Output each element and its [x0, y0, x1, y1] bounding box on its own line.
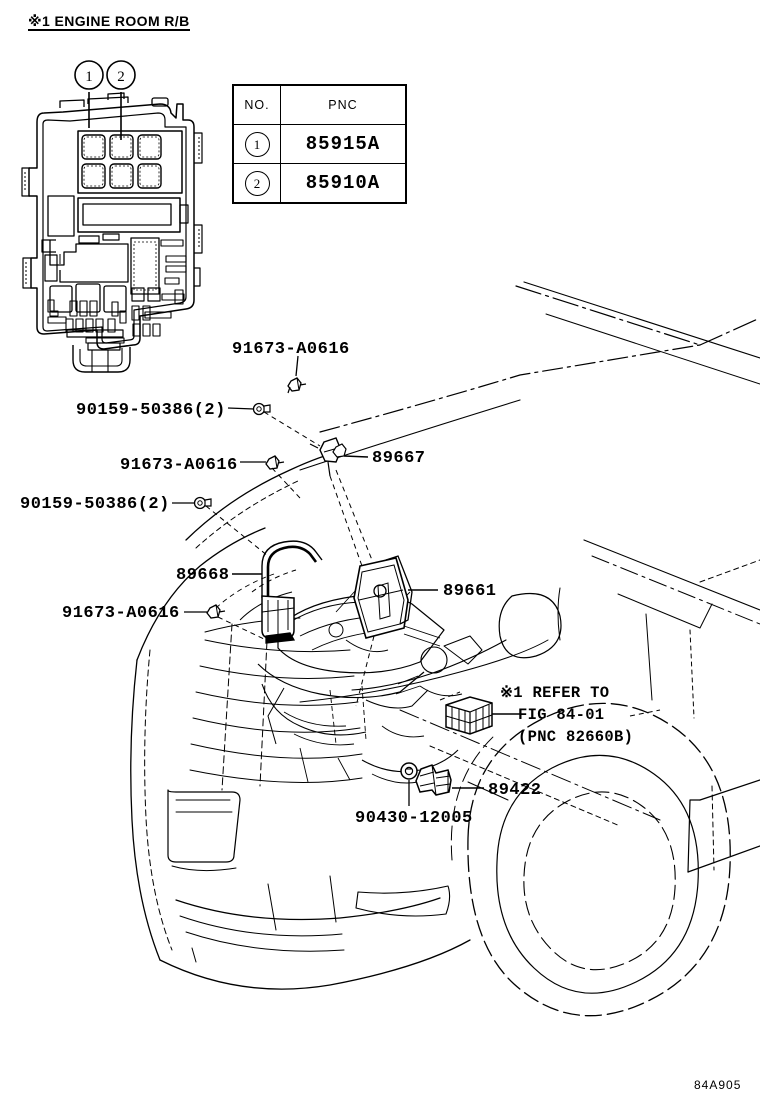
table-row: 2 85910A: [232, 163, 407, 204]
fastener-glyphs: [193, 377, 347, 619]
table-header-row: NO. PNC: [232, 84, 407, 125]
page-title: ※1 ENGINE ROOM R/B: [28, 13, 190, 31]
part-89668-bracket: [261, 540, 323, 644]
circled-number-2: 2: [244, 170, 270, 196]
part-label-90159-50386-upper: 90159-50386(2): [76, 401, 226, 420]
part-label-89661: 89661: [443, 582, 497, 601]
refer-note-line-3: (PNC 82660B): [518, 728, 634, 746]
engine-room-relay-box: [21, 92, 203, 373]
part-label-89422: 89422: [488, 781, 542, 800]
refer-note-line-2: FIG 84-01: [518, 706, 605, 724]
part-89661-computer: [353, 555, 413, 639]
part-89422-switch: [415, 764, 452, 796]
engine-bay-detail: [215, 569, 483, 784]
svg-text:1: 1: [85, 69, 93, 85]
row-number-cell-1: 1: [232, 124, 281, 164]
part-label-91673-a0616-mid: 91673-A0616: [120, 456, 238, 475]
part-label-90430-12005: 90430-12005: [355, 809, 473, 828]
part-label-89668: 89668: [176, 566, 230, 585]
callout-circle-2: 2: [106, 60, 136, 90]
circled-number-1: 1: [244, 131, 270, 157]
row-pnc-cell-1: 85915A: [280, 124, 407, 164]
leader-lines: [172, 355, 661, 806]
callout-circle-1: 1: [74, 60, 104, 90]
column-header-pnc: PNC: [280, 84, 407, 125]
part-label-90159-50386-lower: 90159-50386(2): [20, 495, 170, 514]
refer-note-line-1: ※1 REFER TO: [500, 684, 610, 702]
figure-code: 84A905: [694, 1078, 742, 1092]
part-label-91673-a0616-low: 91673-A0616: [62, 604, 180, 623]
row-number-cell-2: 2: [232, 163, 281, 204]
row-pnc-cell-2: 85910A: [280, 163, 407, 204]
pnc-reference-table: NO. PNC 1 85915A 2 85910A: [232, 84, 407, 204]
table-row: 1 85915A: [232, 124, 407, 164]
column-header-no: NO.: [232, 84, 281, 125]
part-82660b-connector: [445, 696, 493, 735]
part-90430-12005-gasket: [400, 762, 418, 780]
part-label-91673-a0616-top: 91673-A0616: [232, 340, 350, 359]
part-label-89667: 89667: [372, 449, 426, 468]
svg-text:2: 2: [117, 69, 125, 85]
vehicle-body-outline: [130, 281, 760, 1017]
